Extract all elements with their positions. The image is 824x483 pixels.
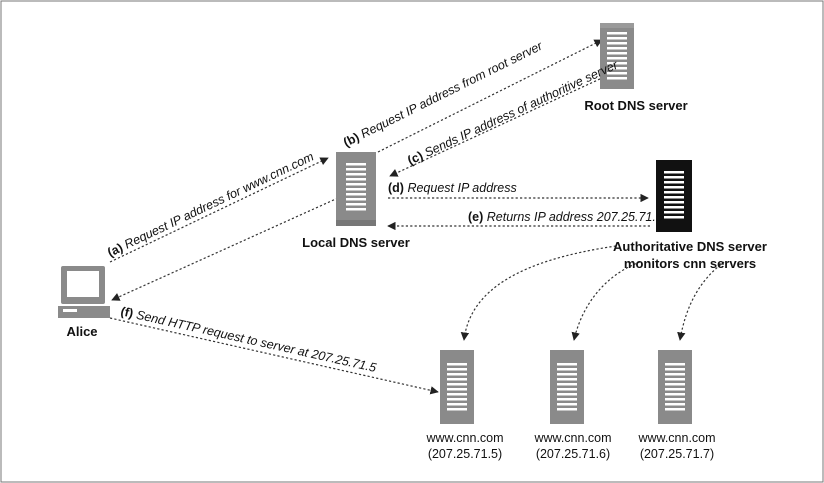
root-dns-server-icon: [600, 23, 634, 89]
cnn-server-3-icon: [658, 350, 692, 424]
cnn-server-1-icon: [440, 350, 474, 424]
root-dns-label: Root DNS server: [584, 98, 687, 113]
server3-ip: (207.25.71.7): [640, 447, 714, 461]
authoritative-dns-server-icon: [656, 160, 692, 232]
step-f-label: (f) Send HTTP request to server at 207.2…: [119, 304, 377, 375]
arrow-f: [109, 317, 439, 395]
step-a-label: (a) Request IP address for www.cnn.com: [105, 149, 316, 259]
arrow-auth-to-server3: [677, 261, 725, 341]
authoritative-dns-label-line1: Authoritative DNS server: [613, 239, 767, 254]
server2-host: www.cnn.com: [533, 431, 611, 445]
arrow-auth-to-server2: [571, 261, 641, 341]
authoritative-dns-label-line2: monitors cnn servers: [624, 256, 756, 271]
server1-host: www.cnn.com: [425, 431, 503, 445]
step-d-label: (d) Request IP address: [388, 181, 517, 195]
server3-host: www.cnn.com: [637, 431, 715, 445]
arrow-auth-to-server1: [460, 245, 617, 341]
arrow-return-to-alice: [111, 197, 339, 301]
computer-icon: [58, 266, 110, 318]
cnn-server-2-icon: [550, 350, 584, 424]
step-b-label: (b) Request IP address from root server: [341, 38, 545, 149]
server2-ip: (207.25.71.6): [536, 447, 610, 461]
local-dns-label: Local DNS server: [302, 235, 410, 250]
server1-ip: (207.25.71.5): [428, 447, 502, 461]
arrow-b: [377, 39, 603, 153]
arrow-a: [109, 157, 329, 263]
local-dns-server-icon: [336, 152, 376, 226]
step-e-label: (e) Returns IP address 207.25.71.5: [468, 210, 663, 224]
alice-label: Alice: [66, 324, 97, 339]
